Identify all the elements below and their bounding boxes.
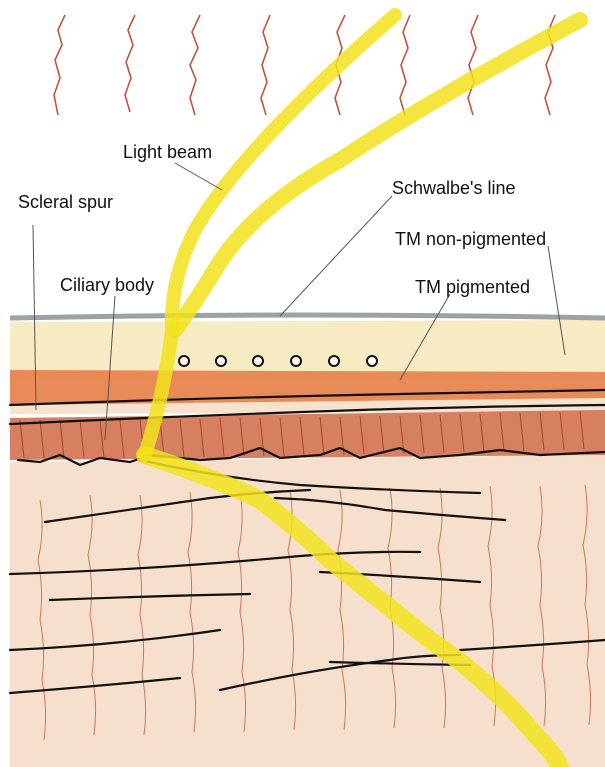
vessel-squiggle [400, 15, 410, 115]
opening-circle [216, 356, 226, 366]
label-light-beam: Light beam [123, 143, 212, 161]
label-tm-pigmented: TM pigmented [415, 278, 530, 296]
opening-circle [367, 356, 377, 366]
leader-light-beam [175, 163, 222, 190]
label-scleral-spur: Scleral spur [18, 193, 113, 211]
vessel-squiggle [468, 15, 478, 115]
leader-schwalbes-line [280, 196, 392, 316]
vessel-squiggle [125, 15, 135, 112]
opening-circle [253, 356, 263, 366]
cornea-zone [10, 320, 605, 378]
schwalbes-line-band [10, 315, 605, 318]
label-tm-non-pigmented: TM non-pigmented [395, 230, 546, 248]
vessel-squiggle [261, 15, 270, 115]
label-schwalbes-line: Schwalbe's line [392, 179, 516, 197]
opening-circle [329, 356, 339, 366]
opening-circle [179, 356, 189, 366]
vessel-squiggle [190, 15, 200, 115]
label-ciliary-body: Ciliary body [60, 276, 154, 294]
opening-circle [291, 356, 301, 366]
vessel-squiggle [54, 15, 65, 115]
